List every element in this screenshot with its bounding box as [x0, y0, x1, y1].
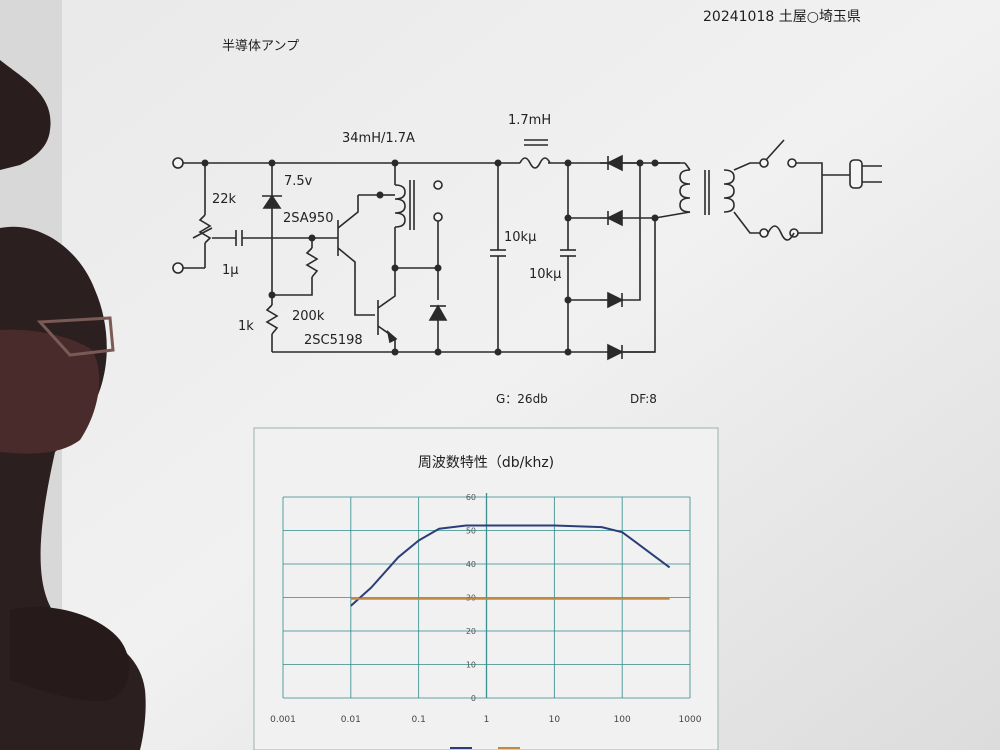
chart-title: 周波数特性（db/khz) [418, 455, 554, 471]
series-line-1 [350, 524, 671, 607]
x-tick-label: 10 [549, 715, 561, 725]
ac-plug-icon [849, 159, 863, 189]
label-pot: 22k [212, 192, 237, 207]
gain-text: G：26db [496, 392, 548, 406]
label-r-bias: 200k [292, 309, 325, 324]
damping-factor-text: DF:8 [630, 392, 657, 406]
input-terminal-bottom [172, 262, 184, 274]
junction-dots [201, 159, 659, 356]
label-cap-main: 10kμ [504, 230, 536, 245]
resistor-1k [265, 304, 279, 335]
fuse [767, 225, 795, 241]
label-cap-in: 1μ [222, 263, 239, 278]
bridge-rectifier [600, 154, 656, 361]
x-tick-label: 1000 [679, 715, 702, 725]
power-transformer [679, 169, 691, 213]
resistor-200k [305, 247, 319, 278]
speaker-terminal-2 [433, 212, 443, 222]
label-npn: 2SC5198 [304, 333, 363, 348]
label-choke-main: 34mH/1.7A [342, 131, 415, 146]
choke-1-7mh [519, 157, 551, 169]
speaker-terminal-1 [433, 180, 443, 190]
y-tick-label: 60 [466, 493, 476, 502]
potentiometer-22k [198, 214, 212, 244]
label-r-emitter: 1k [238, 319, 254, 334]
y-tick-label: 10 [466, 661, 476, 670]
plot-grid [282, 493, 691, 699]
label-pnp: 2SA950 [283, 211, 333, 226]
x-tick-label: 0.001 [270, 715, 296, 725]
person-silhouette [0, 60, 146, 750]
series-layer [350, 524, 671, 607]
power-switch [759, 158, 769, 168]
label-choke-filter: 1.7mH [508, 113, 551, 128]
label-zener-v: 7.5v [284, 174, 313, 189]
page-title: 半導体アンプ [222, 39, 299, 54]
amplifier-schematic [172, 139, 882, 361]
glasses [36, 316, 115, 357]
choke-34mh [394, 184, 406, 228]
x-tick-label: 0.01 [341, 715, 361, 725]
y-tick-label: 0 [471, 694, 476, 703]
y-tick-label: 20 [466, 627, 476, 636]
label-cap-second: 10kμ [529, 267, 561, 282]
y-tick-label: 50 [466, 527, 476, 536]
x-tick-label: 100 [614, 715, 631, 725]
input-terminal-top [172, 157, 184, 169]
x-tick-label: 0.1 [412, 715, 426, 725]
x-tick-label: 1 [484, 715, 490, 725]
face-mask [0, 329, 100, 454]
y-tick-label: 40 [466, 560, 476, 569]
x-axis-ticks: 0.001 0.01 0.1 1 10 100 1000 [270, 715, 702, 725]
date-author-text: 20241018 土屋○埼玉県 [703, 9, 861, 25]
